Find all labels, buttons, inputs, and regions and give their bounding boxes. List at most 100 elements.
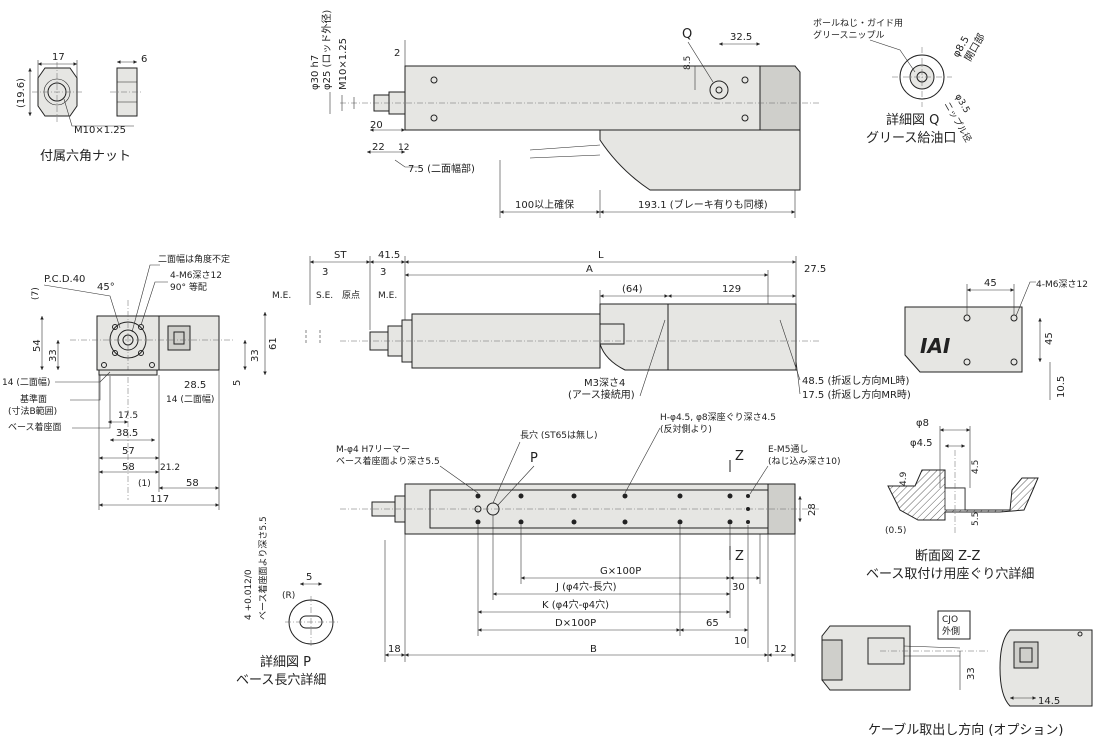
side-earth: (アース接続用) [568,388,635,401]
dim-7-5: 7.5 (二面幅部) [408,162,475,175]
detail-p-tol: 4 +0.012/0 [244,569,254,620]
dim-phi30: φ30 h7 [310,55,321,90]
bottom-dim-28: 28 [807,503,818,516]
bottom-dim-65: 65 [706,618,719,629]
nut-dim-17: 17 [52,52,65,63]
dim-2: 2 [394,48,400,59]
side-dim-41-5: 41.5 [378,250,400,261]
detail-p-caption1: 詳細図 P [260,654,311,670]
bottom-h-holes: H-φ4.5, φ8深座ぐり深さ4.5 [660,411,776,423]
bottom-h-side: (反対側より) [660,423,712,435]
detail-q-callout-2: グリースニップル [813,29,885,41]
side-genten: 原点 [342,290,360,301]
side-dim-64: (64) [622,284,643,295]
cable-option: CJO 外側 33 14.5 ケーブル取出し方向 (オプション) [821,610,1093,738]
side-st: ST [334,250,347,261]
front-kijun: 基準面 [20,393,47,405]
front-angle: 45° [97,282,115,293]
front-sunpo: (寸法B範囲) [8,405,57,417]
bottom-B: B [590,644,597,655]
top-body [404,65,796,131]
front-dim-38-5: 38.5 [116,428,138,439]
front-dim-33b: 33 [250,349,261,362]
side-L: L [598,250,604,261]
dim-m10: M10×1.25 [338,38,349,90]
cable-option-side [821,625,911,691]
bottom-dim-12: 12 [774,644,787,655]
front-dim-58b: 58 [186,478,199,489]
section-z-caption1: 断面図 Z-Z [915,549,981,564]
dim-100: 100以上確保 [515,198,574,211]
front-base: ベース着座面 [8,421,62,433]
front-dim-28-5: 28.5 [184,380,206,391]
front-dim-58: 58 [122,462,135,473]
nut-dim-19-6: (19.6) [16,78,27,108]
front-dim-5: 5 [232,380,243,386]
front-dim-1: (1) [138,479,151,489]
bottom-e-holes: E-M5通し [768,444,808,455]
bottom-j: J (φ4穴-長穴) [555,580,617,593]
bottom-m-depth: ベース着座面より深さ5.5 [336,455,440,467]
top-view: φ30 h7 φ25 (ロッド外径) M10×1.25 2 20 22 12 7… [310,10,820,218]
side-dim-3a: 3 [322,267,328,278]
bottom-k: K (φ4穴-φ4穴) [542,598,609,611]
dim-22: 22 [372,142,385,153]
bottom-label-z1: Z [735,449,744,464]
front-dim-57: 57 [122,446,135,457]
dim-phi25: φ25 (ロッド外径) [320,10,333,90]
front-m6-holes: 4-M6深さ12 [170,270,222,281]
top-motor-cover [599,129,801,191]
cable-dim-14-5: 14.5 [1038,696,1060,707]
bottom-view: M-φ4 H7リーマー ベース着座面より深さ5.5 長穴 (ST65は無し) P… [336,411,840,662]
dim-32-5: 32.5 [730,32,752,43]
section-z: φ8 φ4.5 4.9 4.5 5.5 (0.5) 断面図 Z-Z ベース取付け… [866,418,1039,582]
section-z-dim-4-5: 4.5 [971,460,981,474]
section-z-dim-4-9: 4.9 [899,471,909,486]
rear-view: IAI 45 4-M6深さ12 45 10.5 [904,278,1088,400]
grease-nipple-q [709,80,729,100]
side-se: S.E. [316,291,333,301]
bottom-holes [475,493,750,525]
dim-12-top: 12 [398,143,409,153]
detail-q-caption1: 詳細図 Q [886,112,939,128]
dim-20: 20 [370,120,383,131]
bottom-e-depth: (ねじ込み深さ10) [768,456,840,467]
hex-nut-view: 17 6 (19.6) M10×1.25 付属六角ナット [16,52,147,164]
detail-p: 5 (R) 4 +0.012/0 ベース着座面より深さ5.5 詳細図 P ベース… [236,516,338,688]
bottom-g: G×100P [600,566,641,577]
front-view: P.C.D.40 45° 二面幅は角度不定 4-M6深さ12 90° 等配 (7… [2,253,279,510]
front-deg90: 90° 等配 [170,281,207,293]
front-dim-54: 54 [32,339,43,352]
front-dim-7: (7) [31,287,41,300]
section-z-caption2: ベース取付け用座ぐり穴詳細 [866,566,1034,582]
cable-cjo1: CJO [942,615,958,625]
side-dim-129: 129 [722,284,741,295]
front-nimen-fix: 二面幅は角度不定 [158,253,230,265]
side-me1: M.E. [272,291,291,301]
bottom-dim-18: 18 [388,644,401,655]
rear-logo: IAI [920,334,951,358]
detail-q-callout-1: ボールねじ・ガイド用 [813,18,903,29]
nut-thread: M10×1.25 [74,125,126,136]
bottom-slot: 長穴 (ST65は無し) [520,429,598,441]
dim-193: 193.1 (ブレーキ有りも同様) [638,198,768,211]
rear-dim-45b: 45 [1044,332,1055,345]
detail-p-r: (R) [282,591,295,601]
bottom-m-holes: M-φ4 H7リーマー [336,445,410,455]
bottom-d: D×100P [555,618,596,629]
nut-dim-6: 6 [141,54,147,65]
dim-8-5: 8.5 [683,56,693,70]
front-dim-14b: 14 (二面幅) [166,393,214,405]
front-pcd: P.C.D.40 [44,274,85,285]
detail-p-depth: ベース着座面より深さ5.5 [257,516,269,620]
detail-q-caption2: グリース給油口 [866,131,956,146]
side-me2: M.E. [378,291,397,301]
side-m3: M3深さ4 [584,377,625,389]
front-dim-21-2: 21.2 [160,463,180,473]
nut-caption: 付属六角ナット [40,149,131,164]
bottom-label-p: P [530,451,538,466]
rear-dim-45a: 45 [984,278,997,289]
label-q: Q [682,27,692,42]
side-dim-3b: 3 [380,267,386,278]
